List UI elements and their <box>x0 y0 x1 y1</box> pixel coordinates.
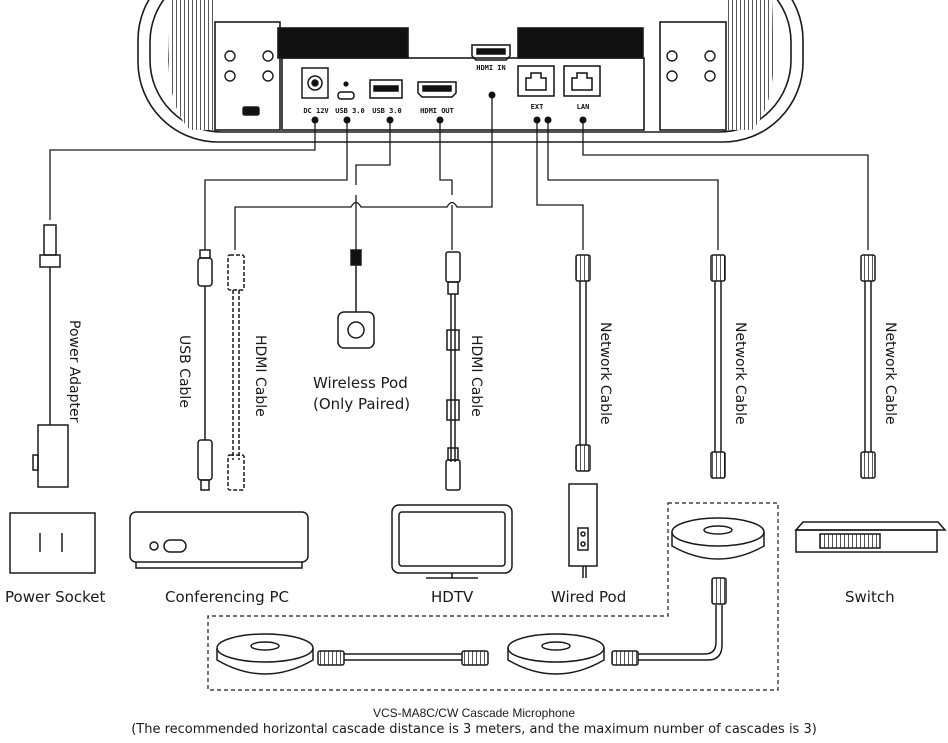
dc-port-label: DC 12V <box>303 107 329 115</box>
network-cable-switch-label: Network Cable <box>882 322 898 425</box>
power-adapter-label: Power Adapter <box>66 320 82 423</box>
caption-title: VCS-MA8C/CW Cascade Microphone <box>372 706 576 720</box>
hdmi-cable-pc <box>227 254 245 491</box>
mounting-screws <box>224 50 716 116</box>
network-cable-switch <box>860 254 876 479</box>
ext-port-label: EXT <box>531 103 544 111</box>
wired-pod-icon <box>568 483 598 578</box>
conferencing-pc-label: Conferencing PC <box>165 588 289 606</box>
hdmi-cable-pc-label: HDMI Cable <box>252 335 268 417</box>
usb-c-port-label: USB 3.0 <box>335 107 365 115</box>
lan-port-label: LAN <box>577 103 590 111</box>
hdtv-label: HDTV <box>431 588 474 606</box>
power-adapter-cable <box>32 224 69 488</box>
hdmi-in-port <box>471 44 511 61</box>
wireless-pod-label: Wireless Pod <box>313 374 408 392</box>
connection-lines <box>49 95 869 250</box>
hdtv-icon <box>391 504 513 579</box>
microphone-1-icon <box>671 517 765 560</box>
microphone-2-icon <box>216 633 314 675</box>
wired-pod-label: Wired Pod <box>551 588 627 606</box>
cascade-dashed-frame <box>207 502 779 691</box>
switch-icon <box>794 521 947 553</box>
ext-port <box>517 65 555 97</box>
usb-a-port-label: USB 3.0 <box>372 107 402 115</box>
hdmi-cable-tv-label: HDMI Cable <box>468 335 484 417</box>
line-junction-dots <box>311 91 587 124</box>
microphone-3-icon <box>507 633 605 675</box>
hdmi-cable-tv <box>445 251 461 491</box>
caption-note: (The recommended horizontal cascade dist… <box>131 722 817 737</box>
switch-label: Switch <box>845 588 895 606</box>
usb-c-port <box>337 81 355 100</box>
usb-cable <box>197 249 213 491</box>
network-cable-mic <box>710 254 726 479</box>
network-cable-pod-label: Network Cable <box>597 322 613 425</box>
hdmi-out-port-label: HDMI OUT <box>420 107 454 115</box>
power-socket-icon <box>9 512 96 574</box>
network-cable-mic-label: Network Cable <box>732 322 748 425</box>
wireless-pod <box>337 249 375 349</box>
hdmi-in-port-label: HDMI IN <box>476 64 506 72</box>
device-rear-panel <box>137 0 804 143</box>
lan-port <box>563 65 601 97</box>
usb-cable-label: USB Cable <box>176 335 192 408</box>
mic-cascade-cable <box>317 577 727 666</box>
wireless-pod-sublabel: (Only Paired) <box>313 395 411 413</box>
conferencing-pc-icon <box>129 511 309 569</box>
network-cable-pod <box>575 254 591 472</box>
hdmi-out-port <box>417 81 457 98</box>
power-socket-label: Power Socket <box>5 588 106 606</box>
usb-a-port <box>369 79 403 99</box>
dc-port <box>301 67 329 99</box>
